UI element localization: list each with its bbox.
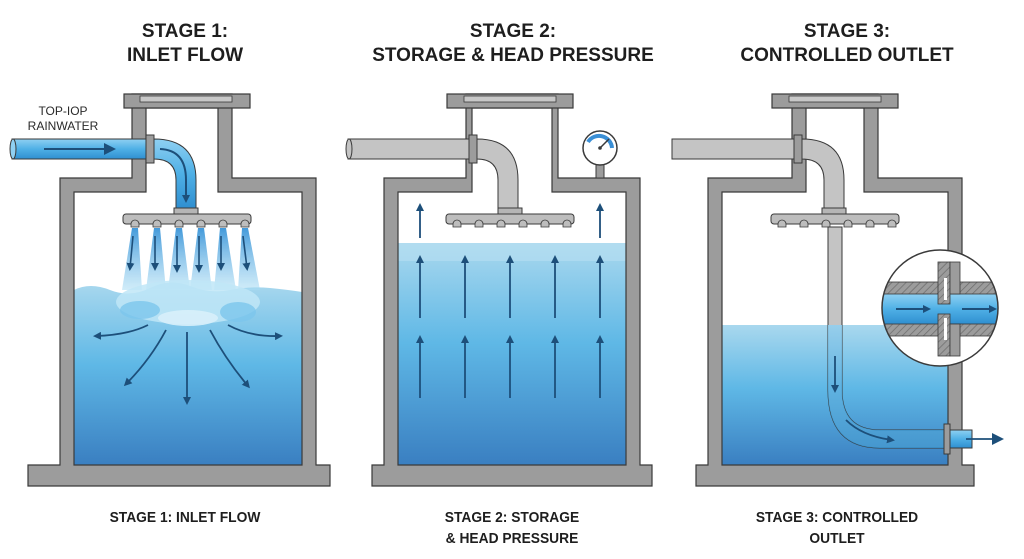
stage-2-caption: STAGE 2: STORAGE & HEAD PRESSURE (374, 507, 650, 549)
stage-1-title-line1: STAGE 1: (141, 21, 229, 42)
stage-1-caption: STAGE 1: INLET FLOW (47, 507, 323, 528)
tank-1 (9, 93, 331, 487)
spray-jets (122, 228, 260, 290)
stage-3-title-line2: CONTROLLED OUTLET (740, 45, 954, 66)
inlet-label-line1: TOP-IOP (38, 104, 88, 118)
stage-3-caption-line1: STAGE 3: CONTROLLED (755, 509, 919, 526)
spray-nozzles-1 (130, 219, 250, 228)
stage-2-caption-line2: & HEAD PRESSURE (445, 530, 579, 547)
spray-arrows (126, 235, 251, 273)
head-pressure-arrows (416, 203, 604, 398)
inlet-label: TOP-IOP RAINWATER (18, 104, 108, 134)
stage-3-caption-line2: OUTLET (809, 530, 865, 547)
stage-1-caption-line1: STAGE 1: INLET FLOW (109, 509, 261, 526)
stage-2-title-line1: STAGE 2: (469, 21, 557, 42)
spray-manifold-2 (445, 213, 575, 225)
stage-3-title: STAGE 3: CONTROLLED OUTLET (677, 20, 1017, 68)
stage-2-title-line2: STORAGE & HEAD PRESSURE (372, 45, 654, 66)
tank-3 (671, 93, 1004, 487)
stage-3-title-line1: STAGE 3: (803, 21, 891, 42)
stage-2-title: STAGE 2: STORAGE & HEAD PRESSURE (343, 20, 683, 68)
stage-1-title-line2: INLET FLOW (126, 45, 244, 66)
stage-3-caption: STAGE 3: CONTROLLED OUTLET (699, 507, 975, 549)
tank-2 (345, 93, 653, 487)
tank-1-water (74, 282, 302, 465)
inlet-label-line2: RAINWATER (27, 119, 99, 133)
pressure-gauge-icon (582, 130, 618, 179)
inlet-pipe-2 (347, 138, 471, 160)
inlet-pipe-3 (671, 138, 795, 160)
tank-2-water (398, 243, 626, 465)
orifice-detail-icon (881, 249, 999, 367)
stage-1-title: STAGE 1: INLET FLOW (15, 20, 355, 68)
stage-2-caption-line1: STAGE 2: STORAGE (444, 509, 580, 526)
dispersion-arrows (93, 324, 283, 405)
spray-manifold-1 (122, 213, 252, 225)
spray-manifold-3 (770, 213, 900, 225)
